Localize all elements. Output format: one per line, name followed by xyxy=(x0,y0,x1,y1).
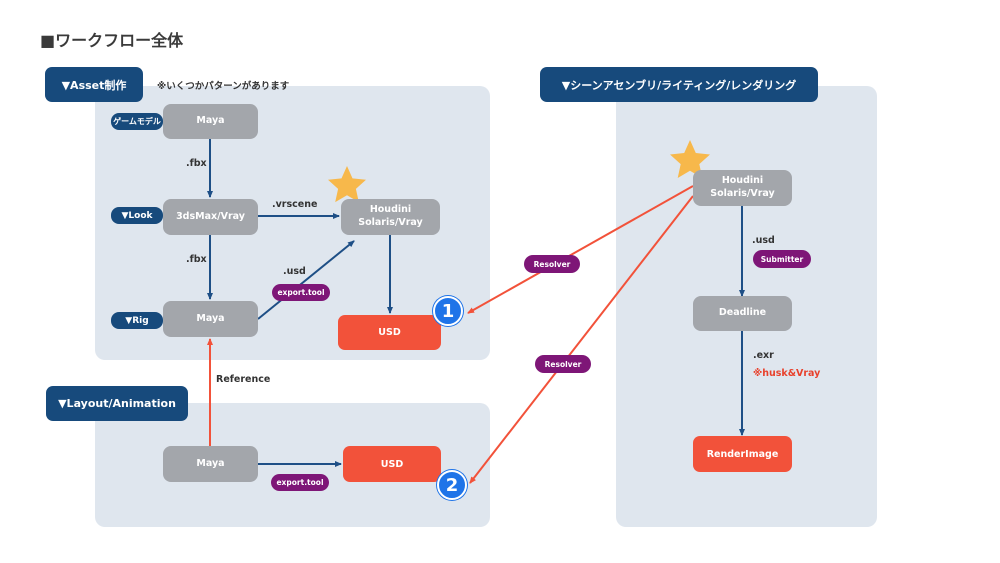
node-deadline: Deadline xyxy=(693,296,792,331)
page-title: ■ワークフロー全体 xyxy=(40,31,184,50)
resolver-line-2 xyxy=(469,195,694,484)
edge-label-fbx-2: .fbx xyxy=(186,254,207,265)
star-icon xyxy=(670,140,710,178)
edge-label-usd: .usd xyxy=(283,266,306,277)
badge-2: 2 xyxy=(437,470,467,500)
pill-export-tool-layout: export.tool xyxy=(271,474,329,491)
tag-look: ▼Look xyxy=(111,207,163,224)
edge-label-vrscene: .vrscene xyxy=(272,199,318,210)
edge-label-fbx-1: .fbx xyxy=(186,158,207,169)
tag-rig: ▼Rig xyxy=(111,312,163,329)
tag-game-model: ゲームモデル xyxy=(111,113,163,130)
layout-header: ▼Layout/Animation xyxy=(46,386,188,421)
asset-note: ※いくつかパターンがあります xyxy=(157,81,290,92)
edge-label-usd-scene: .usd xyxy=(752,235,775,246)
edge-label-exr: .exr xyxy=(753,350,774,361)
node-maya-top: Maya xyxy=(163,104,258,139)
husk-vray-note: ※husk&Vray xyxy=(753,368,821,379)
scene-header: ▼シーンアセンブリ/ライティング/レンダリング xyxy=(540,67,818,102)
arrow-rig-to-houdini xyxy=(257,240,355,320)
pill-submitter: Submitter xyxy=(753,250,811,268)
node-maya-rig: Maya xyxy=(163,301,258,337)
node-usd-asset: USD xyxy=(338,315,441,350)
node-houdini-scene: Houdini Solaris/Vray xyxy=(693,170,792,206)
node-3dsmax-vray: 3dsMax/Vray xyxy=(163,199,258,235)
node-render-image: RenderImage xyxy=(693,436,792,472)
node-usd-layout: USD xyxy=(343,446,441,482)
pill-resolver-1: Resolver xyxy=(524,255,580,273)
star-icon xyxy=(328,166,366,203)
pill-resolver-2: Resolver xyxy=(535,355,591,373)
resolver-line-1 xyxy=(467,185,694,314)
reference-label: Reference xyxy=(216,374,271,385)
badge-1: 1 xyxy=(433,296,463,326)
node-houdini-asset: Houdini Solaris/Vray xyxy=(341,199,440,235)
node-maya-layout: Maya xyxy=(163,446,258,482)
pill-export-tool-asset: export.tool xyxy=(272,284,330,301)
asset-header: ▼Asset制作 xyxy=(45,67,143,102)
